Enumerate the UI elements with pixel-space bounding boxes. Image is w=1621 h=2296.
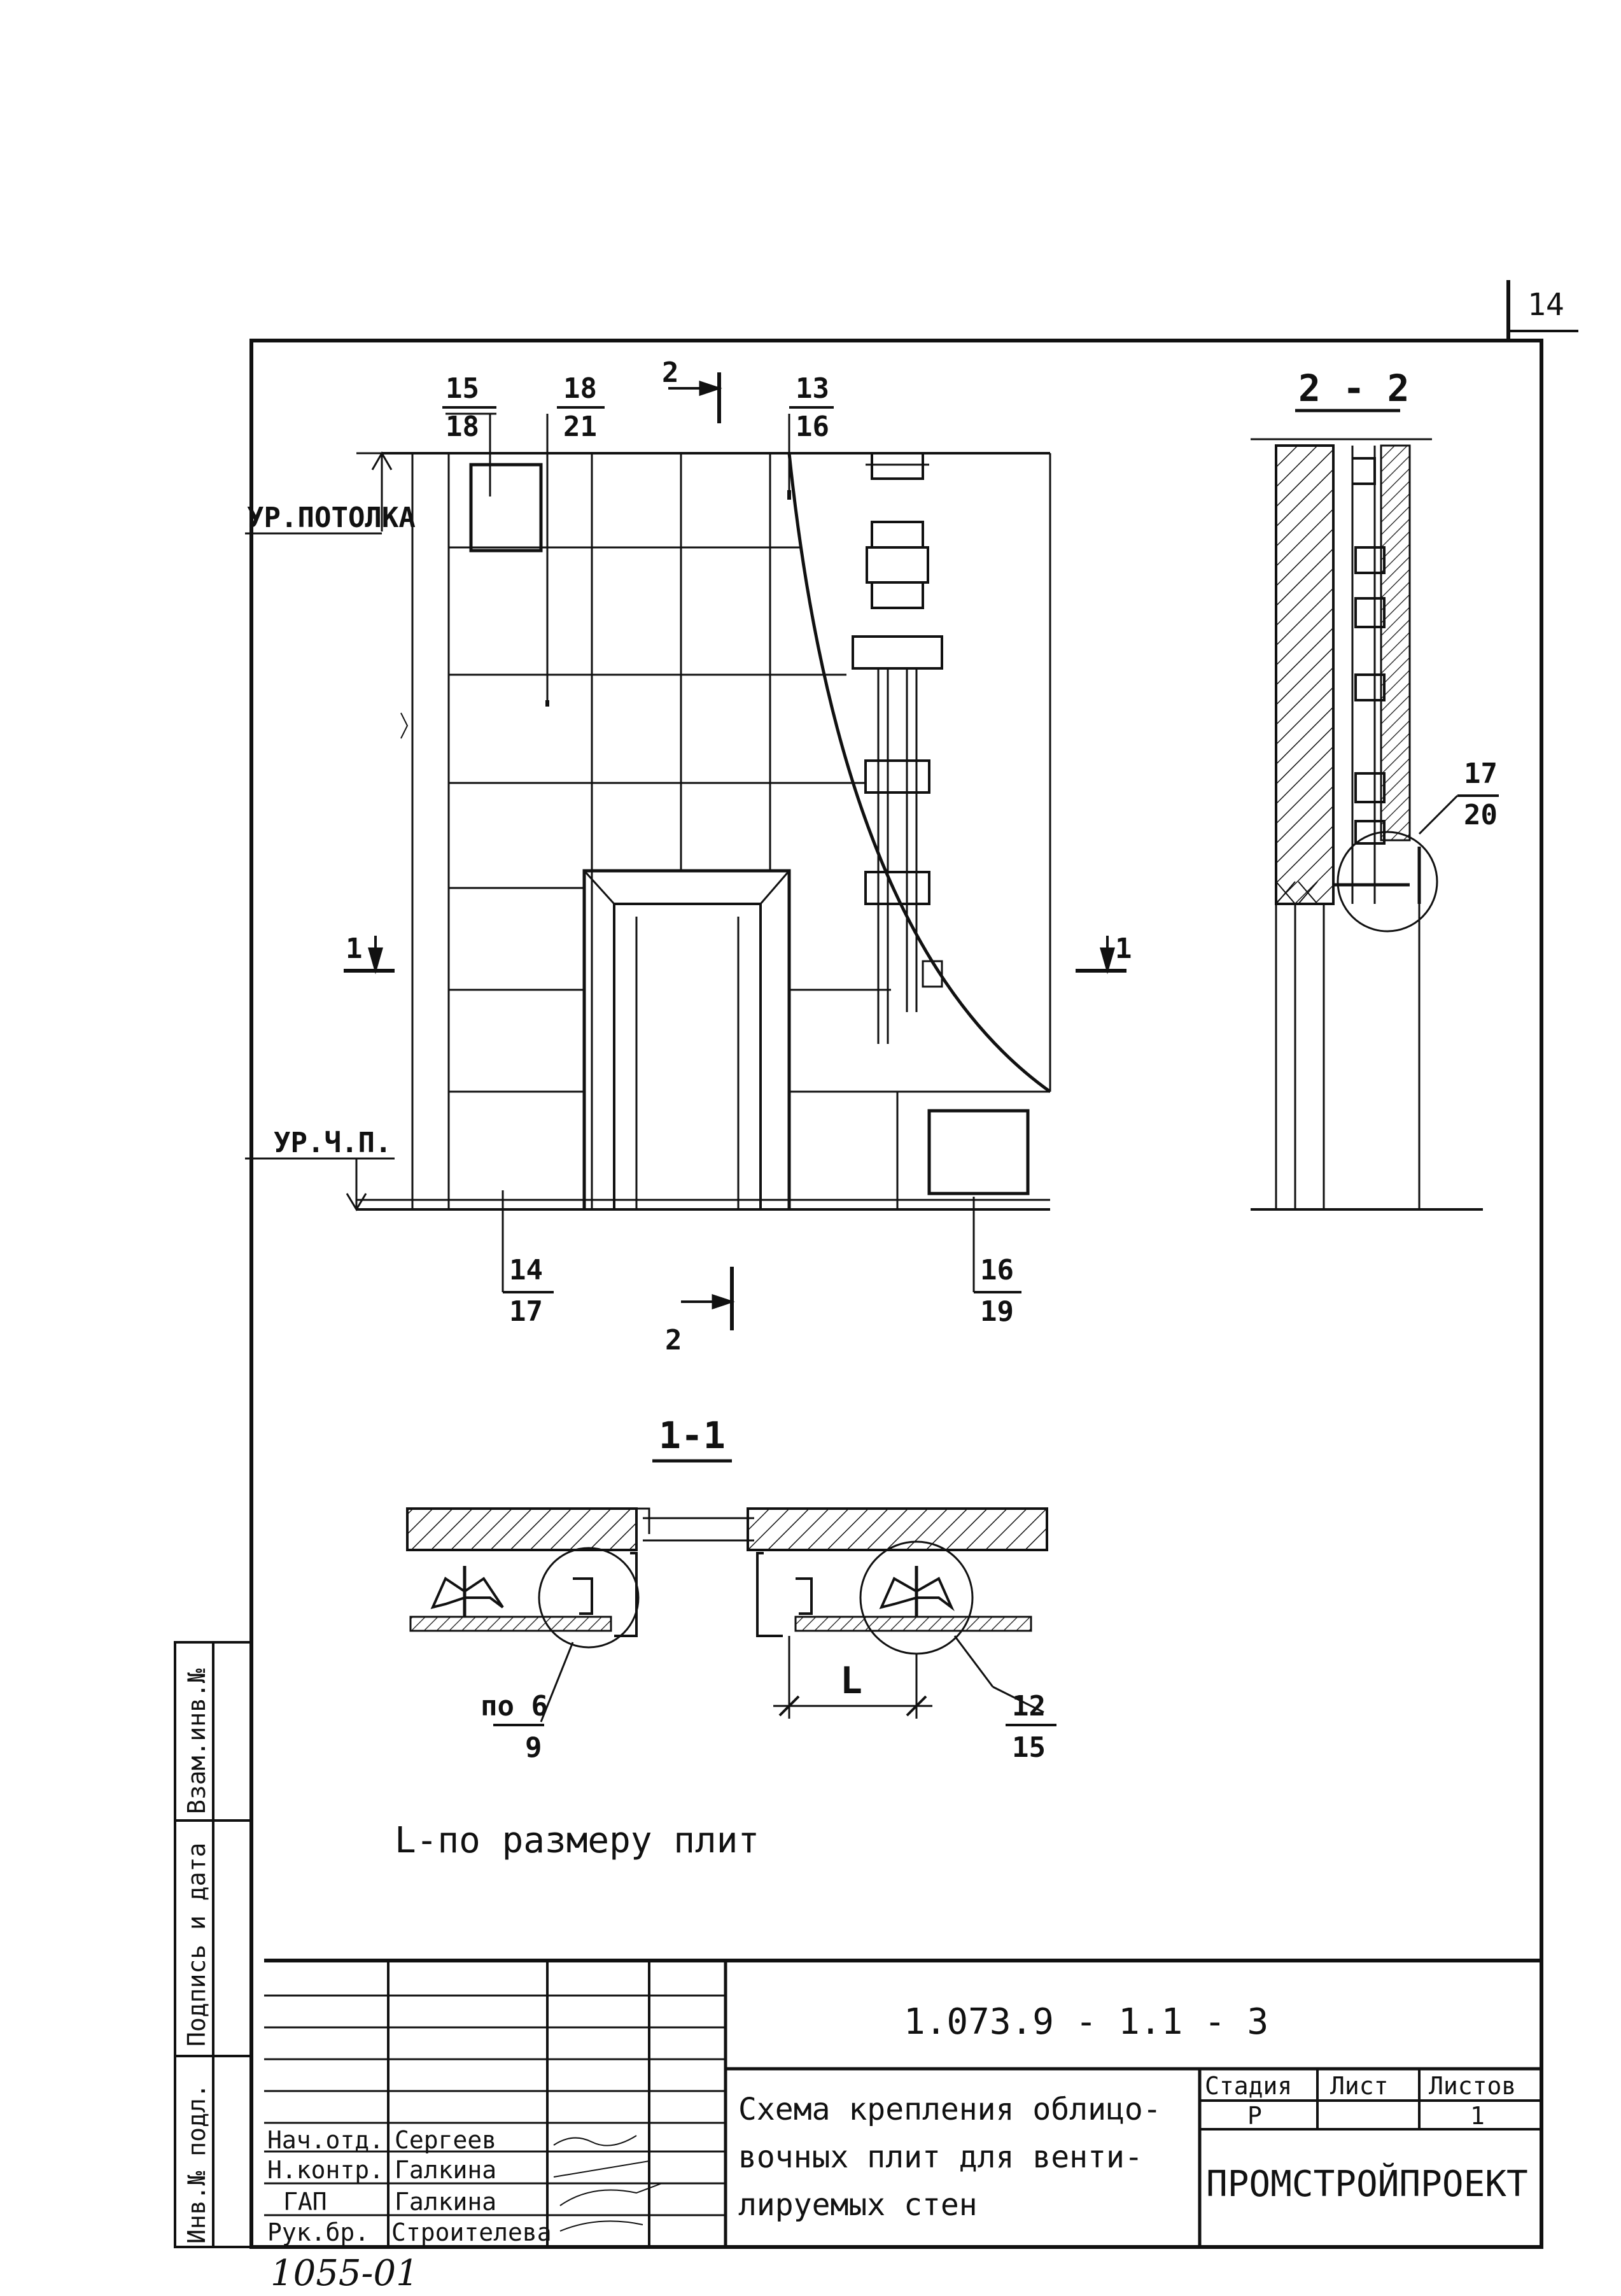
sheet-header: Лист (1330, 2072, 1389, 2100)
callout-18-top: 18 (563, 372, 597, 405)
section-1-1 (406, 1507, 1048, 1726)
side-stamp-sign-date: Подпись и дата (183, 1843, 211, 2046)
section-2-bottom-mark: 2 (665, 1324, 682, 1356)
stage-header: Стадия (1205, 2072, 1292, 2100)
section-2-2-title: 2 - 2 (1298, 367, 1410, 410)
callout-16-top: 16 (980, 1254, 1014, 1286)
callout-15-top: 15 (446, 372, 479, 405)
sig-role-1: Нач.отд. (267, 2126, 384, 2154)
sheet-number: 14 (1527, 287, 1564, 323)
drawing-title-line-3: лируемых стен (738, 2187, 978, 2223)
sig-name-2: Галкина (395, 2156, 496, 2184)
archive-number: 1055-01 (270, 2253, 419, 2293)
section-2-top-mark: 2 (662, 356, 679, 389)
section-2-2 (1251, 438, 1499, 1211)
callout-13-top: 13 (796, 372, 829, 405)
sig-name-1: Сергеев (395, 2126, 496, 2154)
section-1-1-title: 1-1 (659, 1414, 726, 1457)
sheets-value: 1 (1470, 2102, 1485, 2130)
section-1-1-callout-left-bottom: 9 (525, 1731, 542, 1764)
side-stamp (174, 1641, 253, 2248)
sig-name-3: Галкина (395, 2188, 496, 2216)
section-1-1-callout-left-top: по 6 (481, 1690, 548, 1722)
callout-18-bottom: 21 (563, 411, 597, 443)
sig-name-4: Строителева (391, 2218, 552, 2246)
sig-role-2: Н.контр. (267, 2156, 384, 2184)
section-1-left-mark: 1 (346, 933, 363, 965)
section-1-1-callout-right-bottom: 15 (1012, 1731, 1046, 1764)
section-2-2-callout-top: 17 (1464, 757, 1498, 790)
sheet-frame (249, 280, 1578, 2249)
callout-13-bottom: 16 (796, 411, 829, 443)
ceiling-level-label: УР.ПОТОЛКА (247, 502, 416, 534)
title-block (264, 1959, 1541, 2247)
callout-15-bottom: 18 (446, 411, 479, 443)
sig-role-4: Рук.бр. (267, 2218, 369, 2246)
section-1-right-mark: 1 (1115, 933, 1132, 965)
drawing-title-line-2: вочных плит для венти- (738, 2139, 1143, 2175)
callout-14-bottom: 17 (509, 1295, 543, 1328)
organization-name: ПРОМСТРОЙПРОЕКТ (1206, 2163, 1528, 2205)
dimension-note: L-по размеру плит (395, 1820, 759, 1861)
document-code: 1.073.9 - 1.1 - 3 (904, 2001, 1268, 2043)
side-stamp-inv-no: Инв.№ подл. (183, 2083, 211, 2244)
side-stamp-replace-inv: Взам.инв.№ (183, 1668, 211, 1814)
facade-elevation (245, 372, 1126, 1330)
elevation-labels: УР.ПОТОЛКА УР.Ч.П. 15 18 18 21 13 16 14 … (247, 356, 1132, 1356)
callout-14-top: 14 (509, 1254, 543, 1286)
callout-16-bottom: 19 (980, 1295, 1014, 1328)
section-2-2-callout-bottom: 20 (1464, 799, 1498, 831)
sheets-header: Листов (1429, 2072, 1516, 2100)
sig-role-3: ГАП (283, 2188, 327, 2216)
stage-value: Р (1247, 2102, 1262, 2130)
section-1-1-callout-right-top: 12 (1012, 1690, 1046, 1722)
dimension-L-label: L (840, 1659, 862, 1702)
floor-level-label: УР.Ч.П. (274, 1127, 391, 1159)
drawing-title-line-1: Схема крепления облицо- (738, 2092, 1161, 2127)
signature-table: Нач.отд. Сергеев Н.контр. Галкина ГАП Га… (267, 2126, 552, 2246)
